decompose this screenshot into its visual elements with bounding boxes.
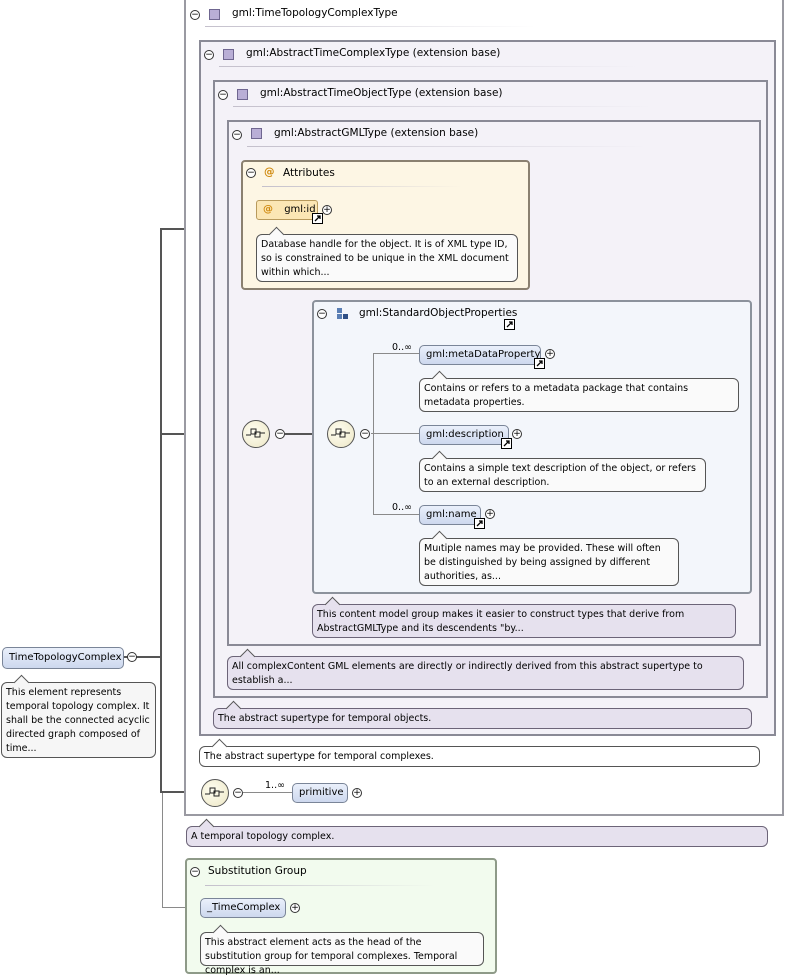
outer-collapse-button[interactable]: −	[190, 10, 200, 20]
name-element[interactable]: gml:name	[419, 505, 481, 525]
connector-trunk	[160, 229, 162, 793]
branch-metadata	[373, 353, 420, 354]
time-complex-element[interactable]: _TimeComplex	[200, 898, 286, 918]
time-topology-complex-type-note: A temporal topology complex.	[186, 826, 768, 847]
description-note: Contains a simple text description of th…	[419, 458, 706, 492]
root-note: This element represents temporal topolog…	[1, 682, 156, 758]
link-arrow-icon[interactable]	[501, 438, 512, 449]
complex-type-icon	[237, 89, 248, 100]
substitution-header-line	[205, 885, 435, 886]
agml-header-line	[247, 146, 647, 147]
description-element[interactable]: gml:description	[419, 425, 509, 445]
attributes-collapse-button[interactable]: −	[246, 168, 256, 178]
primitive-element[interactable]: primitive	[292, 783, 348, 803]
atc-collapse-button[interactable]: −	[204, 50, 214, 60]
link-arrow-icon[interactable]	[474, 518, 485, 529]
attributes-label: Attributes	[283, 167, 335, 179]
metadata-expand-button[interactable]: +	[545, 349, 555, 359]
root-element-time-topology-complex[interactable]: TimeTopologyComplex	[2, 647, 124, 669]
branch-name	[373, 514, 420, 515]
agml-collapse-button[interactable]: −	[232, 130, 242, 140]
name-cardinality: 0..∞	[392, 502, 412, 513]
gml-id-label: gml:id	[284, 204, 316, 215]
metadata-note: Contains or refers to a metadata package…	[419, 378, 739, 412]
ato-header-line	[233, 106, 653, 107]
sop-label: gml:StandardObjectProperties	[359, 307, 518, 319]
outer-header-line	[205, 26, 535, 27]
connector-seq-primitive	[160, 791, 202, 793]
ato-collapse-button[interactable]: −	[218, 90, 228, 100]
outer-type-label: gml:TimeTopologyComplexType	[232, 7, 398, 19]
branch-vertical	[373, 353, 374, 515]
attribute-at-icon: @	[263, 204, 273, 215]
connector-root	[124, 656, 162, 658]
abstract-time-complex-note: The abstract supertype for temporal comp…	[199, 746, 760, 767]
time-complex-expand-button[interactable]: +	[290, 903, 300, 913]
gml-id-expand-button[interactable]: +	[322, 205, 332, 215]
link-arrow-icon[interactable]	[312, 213, 323, 224]
name-expand-button[interactable]: +	[485, 509, 495, 519]
metadata-property-element[interactable]: gml:metaDataProperty	[419, 345, 541, 365]
sequence-compositor-icon[interactable]	[327, 420, 355, 448]
substitution-collapse-button[interactable]: −	[190, 867, 200, 877]
agml-label: gml:AbstractGMLType (extension base)	[274, 127, 479, 139]
sequence-compositor-icon[interactable]	[201, 779, 229, 807]
metadata-cardinality: 0..∞	[392, 342, 412, 353]
atc-label: gml:AbstractTimeComplexType (extension b…	[246, 47, 501, 59]
primitive-sequence-collapse-button[interactable]: −	[233, 788, 243, 798]
connector-seq2	[285, 433, 329, 435]
substitution-note: This abstract element acts as the head o…	[200, 932, 484, 976]
sop-collapse-button[interactable]: −	[317, 309, 327, 319]
primitive-expand-button[interactable]: +	[352, 788, 362, 798]
standard-props-note: This content model group makes it easier…	[312, 604, 736, 638]
ato-label: gml:AbstractTimeObjectType (extension ba…	[260, 87, 503, 99]
primitive-cardinality: 1..∞	[265, 780, 285, 791]
description-expand-button[interactable]: +	[512, 429, 522, 439]
sequence-compositor-icon[interactable]	[242, 420, 270, 448]
gml-id-note: Database handle for the object. It is of…	[256, 234, 518, 282]
complex-type-icon	[223, 49, 234, 60]
complex-type-icon	[209, 9, 220, 20]
abstract-time-object-note: The abstract supertype for temporal obje…	[213, 708, 752, 729]
root-collapse-button[interactable]: −	[127, 652, 137, 662]
branch-description	[371, 433, 420, 434]
group-icon	[337, 308, 349, 320]
gml-id-attribute[interactable]: @ gml:id	[256, 200, 318, 220]
connector-primitive	[243, 792, 293, 793]
abstract-gml-note: All complexContent GML elements are dire…	[227, 656, 744, 690]
connector-substitution	[162, 793, 163, 907]
substitution-label: Substitution Group	[208, 865, 307, 877]
inner-sequence-collapse-button[interactable]: −	[360, 429, 370, 439]
attributes-header-line	[262, 186, 462, 187]
link-arrow-icon[interactable]	[504, 319, 515, 330]
complex-type-icon	[251, 128, 262, 139]
attribute-at-icon: @	[264, 166, 275, 178]
connector-substitution-h	[162, 907, 200, 908]
link-arrow-icon[interactable]	[534, 358, 545, 369]
atc-header-line	[219, 66, 639, 67]
name-note: Multiple names may be provided. These wi…	[419, 538, 679, 586]
sequence-collapse-button[interactable]: −	[275, 429, 285, 439]
